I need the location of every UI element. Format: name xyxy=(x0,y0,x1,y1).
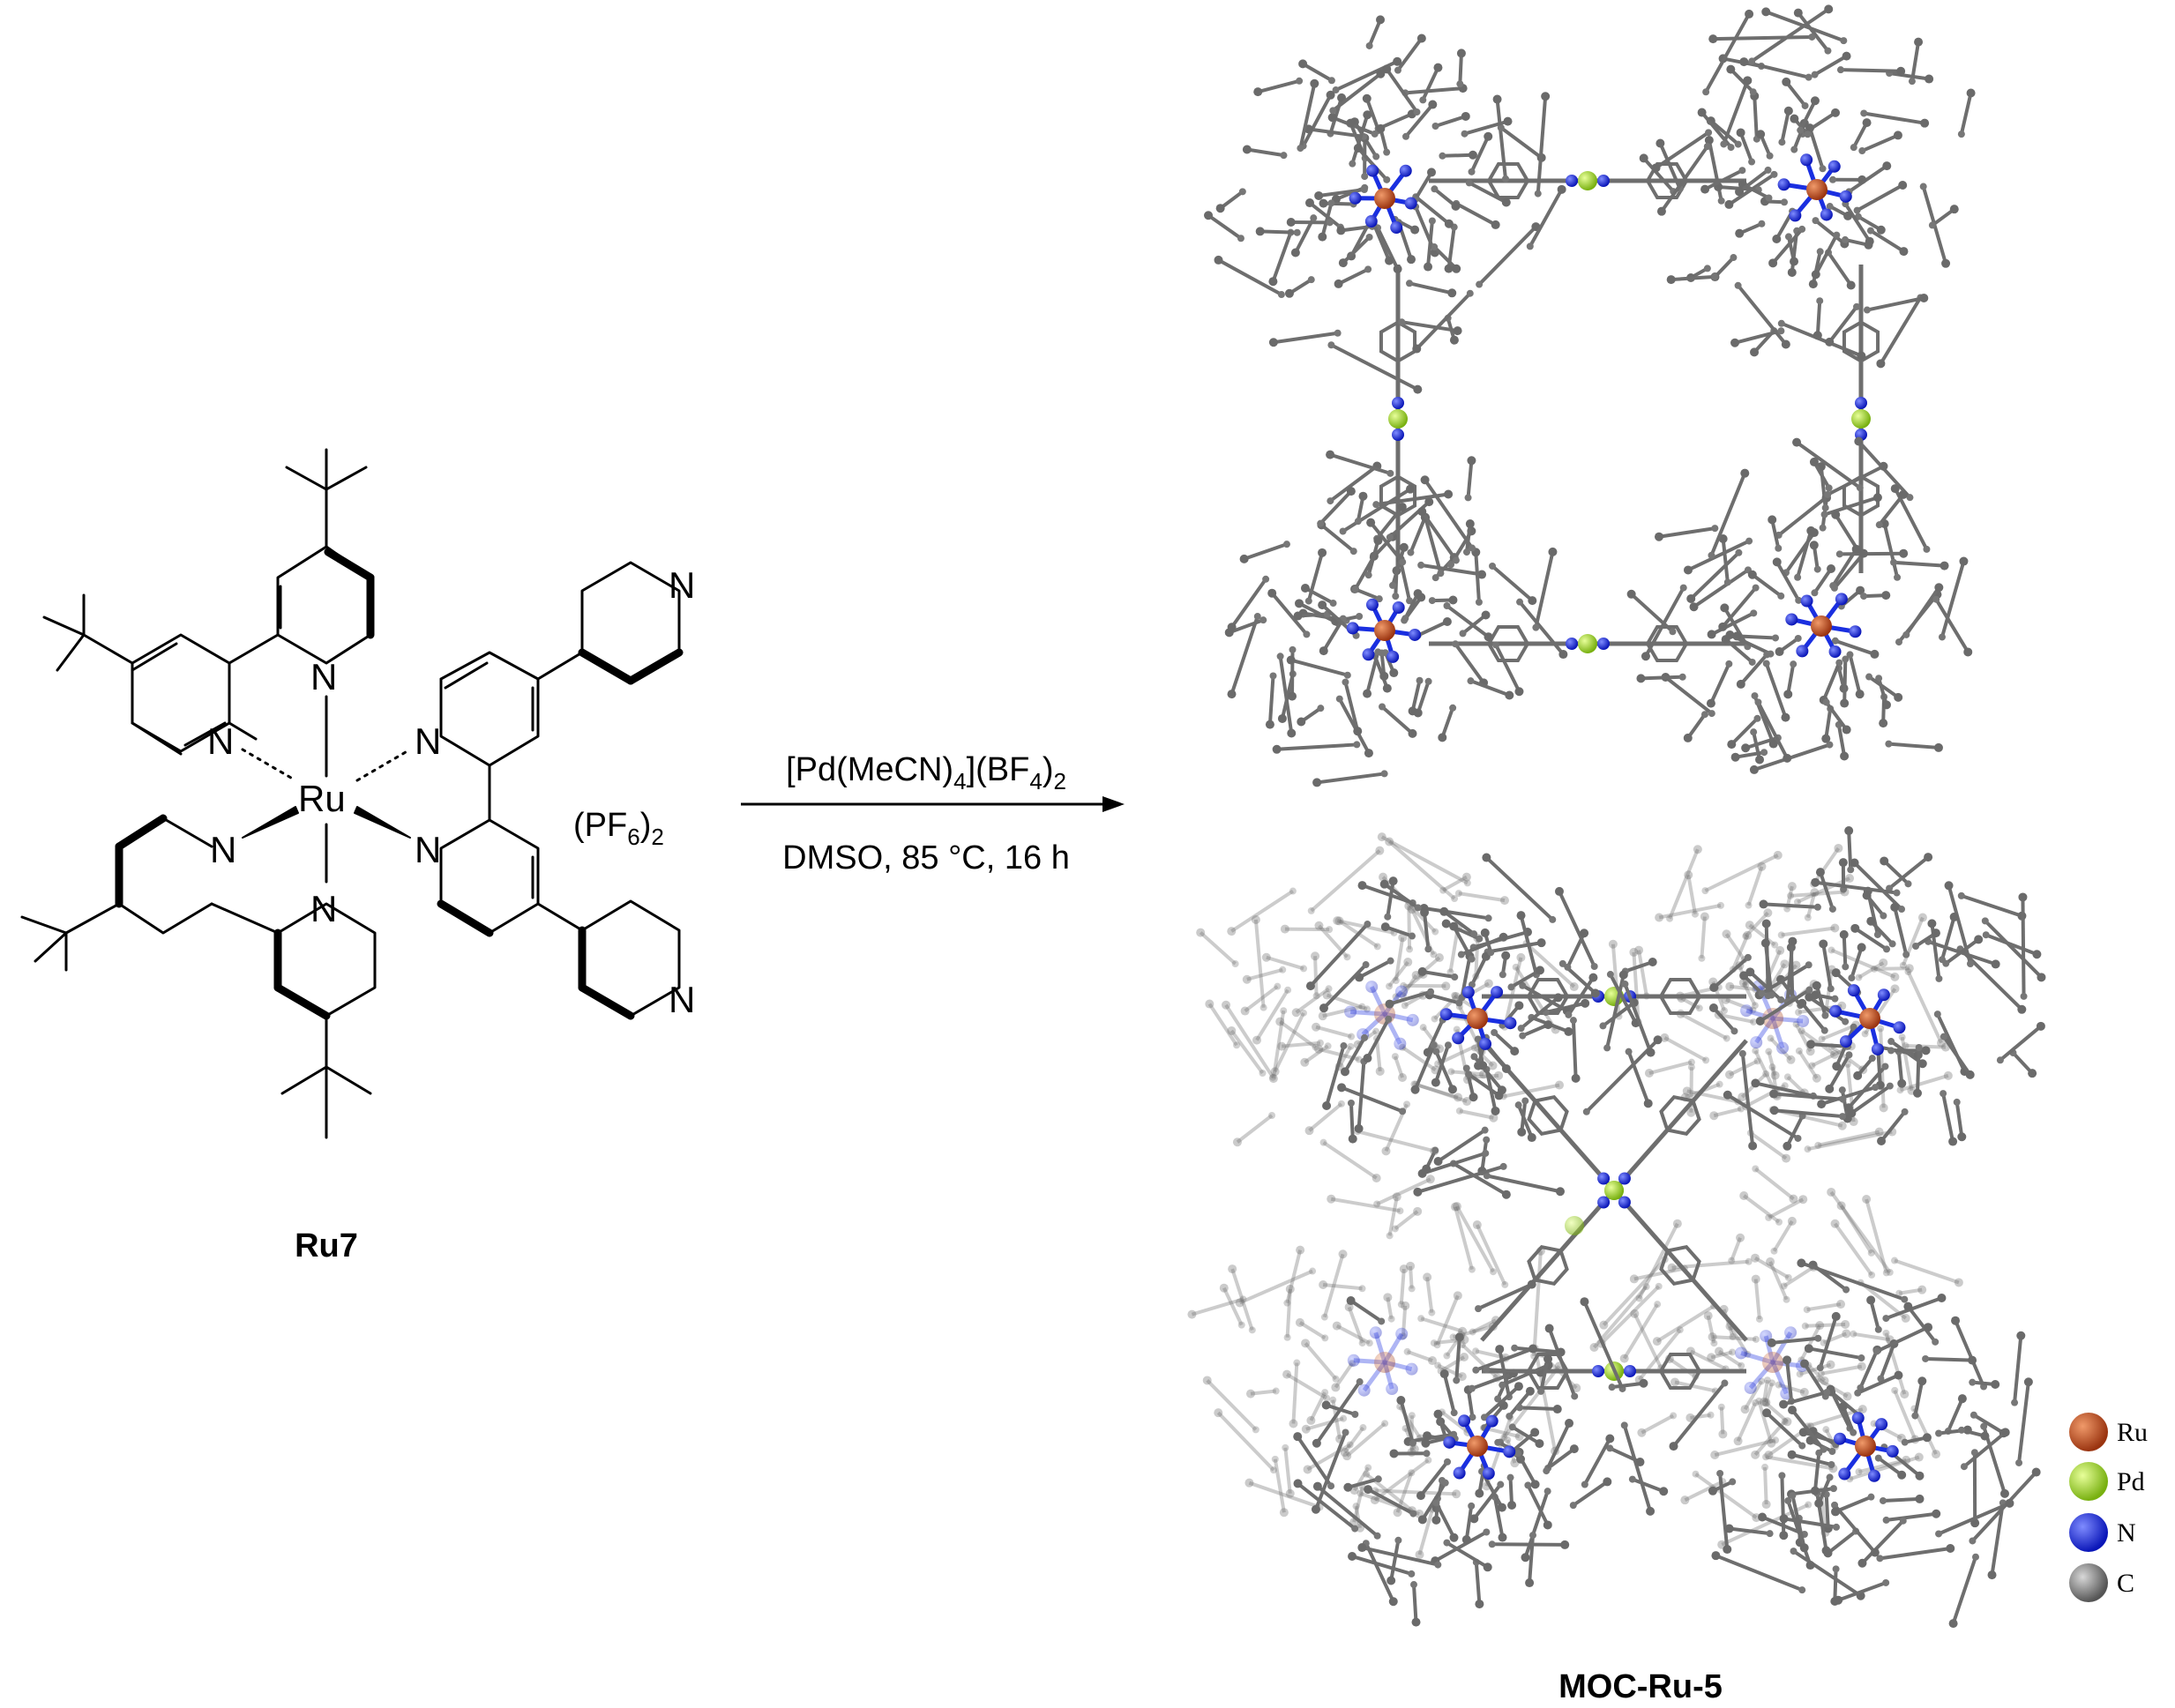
ru-cluster xyxy=(1708,826,2046,1151)
reagent-text: [Pd(MeCN)4](BF4)2 xyxy=(786,751,1066,794)
ru-atom-icon xyxy=(1374,1352,1395,1373)
ru-cluster xyxy=(1639,4,1976,369)
crystal-structure-top-view xyxy=(1204,4,1976,787)
ru-cluster xyxy=(1669,1258,2041,1629)
product-label: MOC-Ru-5 xyxy=(1558,1668,1723,1705)
atom-n-5: N xyxy=(415,720,441,762)
ru-atom-icon xyxy=(1762,1352,1783,1373)
compound-label: Ru7 xyxy=(295,1227,358,1264)
legend-item-ru: Ru xyxy=(2069,1413,2148,1451)
ru-atom-icon xyxy=(1811,615,1832,637)
legend-item-n: N xyxy=(2069,1513,2136,1552)
atom-n-3: N xyxy=(210,829,236,870)
counterion: (PF6)2 xyxy=(573,807,664,850)
linker-cross-b xyxy=(1480,1039,1748,1342)
ru-cluster xyxy=(1224,450,1568,787)
svg-text:Pd: Pd xyxy=(2117,1467,2145,1496)
structure-atom-labels: N N Ru N N N N N N xyxy=(207,564,695,1020)
pd-atom-icon xyxy=(1388,409,1408,429)
svg-text:Ru: Ru xyxy=(2117,1418,2148,1447)
atom-ru: Ru xyxy=(298,778,346,819)
ru-atom-icon xyxy=(1374,620,1395,641)
ru-atom-icon xyxy=(1855,1436,1876,1457)
ru-cluster-faded xyxy=(1187,1175,1581,1560)
pd-atom-icon xyxy=(1565,1216,1584,1235)
c-atom-icon xyxy=(2069,1563,2108,1602)
pd-atom-icon xyxy=(1851,409,1871,429)
ru-cluster xyxy=(1293,1279,1669,1627)
atom-n-1: N xyxy=(310,656,337,697)
ru-atom-icon xyxy=(1806,179,1827,200)
reaction-arrow xyxy=(741,796,1125,812)
legend-item-pd: Pd xyxy=(2069,1462,2145,1501)
conditions-text: DMSO, 85 °C, 16 h xyxy=(782,839,1070,876)
linker-right xyxy=(1842,265,1880,573)
ru-atom-icon xyxy=(1467,1436,1488,1457)
ru-atom-icon xyxy=(1762,1008,1783,1029)
ru-atom-icon xyxy=(2069,1413,2108,1451)
ru-atom-icon xyxy=(1467,1008,1488,1029)
pd-atom-icon xyxy=(1578,634,1597,653)
ru-atom-icon xyxy=(1859,1008,1880,1029)
atom-n-8: N xyxy=(669,979,695,1020)
linker-bottom xyxy=(1429,624,1746,663)
svg-text:N: N xyxy=(2117,1518,2136,1548)
atom-n-6: N xyxy=(415,829,441,870)
ru-cluster xyxy=(1626,436,1973,774)
linker-top xyxy=(1429,161,1746,200)
pd-atom-icon xyxy=(2069,1462,2108,1501)
ru7-structure-drawing xyxy=(20,448,684,1139)
atom-n-2: N xyxy=(207,720,234,762)
svg-text:C: C xyxy=(2117,1569,2134,1598)
atom-legend: Ru Pd N C xyxy=(2069,1413,2148,1602)
ru-atom-icon xyxy=(1374,188,1395,209)
n-atom-icon xyxy=(2069,1513,2108,1552)
atom-n-4: N xyxy=(310,888,337,929)
ru-cluster xyxy=(1305,853,1663,1199)
legend-item-c: C xyxy=(2069,1563,2134,1602)
pd-atom-icon xyxy=(1578,171,1597,190)
ru-cluster xyxy=(1204,15,1566,394)
pd-atom-icon xyxy=(1604,1181,1624,1200)
atom-n-7: N xyxy=(669,564,695,606)
crystal-structure-side-view xyxy=(1187,826,2046,1629)
